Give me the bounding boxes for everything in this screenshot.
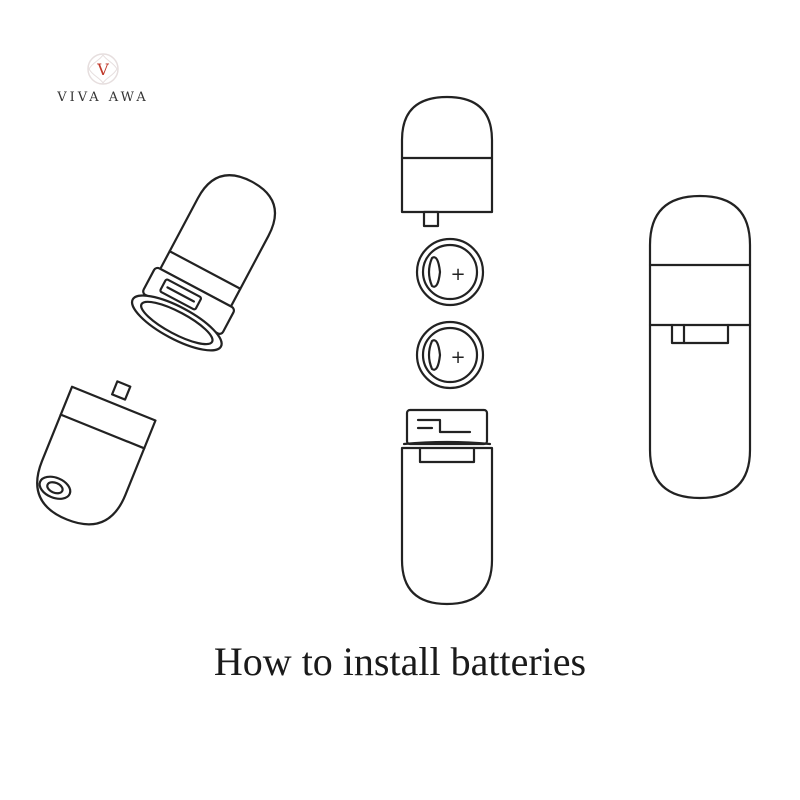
capsule-top-half-tilted bbox=[130, 174, 277, 352]
battery-1-plus-symbol: + bbox=[450, 264, 465, 285]
capsule-assembled bbox=[648, 194, 752, 500]
caption-title: How to install batteries bbox=[213, 639, 587, 684]
capsule-bottom-half-tilted bbox=[36, 380, 157, 526]
capsule-bottom-housing bbox=[400, 408, 494, 606]
logo-glyph: V bbox=[96, 60, 109, 79]
battery-2-plus-symbol: + bbox=[450, 347, 465, 368]
capsule-top-cap bbox=[400, 95, 494, 228]
brand-logo: V VIVA AWA bbox=[48, 52, 158, 112]
battery-install-diagram: + + bbox=[36, 95, 752, 606]
coin-battery-1: + bbox=[415, 237, 485, 307]
logo-flower-icon: V bbox=[87, 53, 119, 85]
logo-text: VIVA AWA bbox=[57, 90, 149, 105]
coin-battery-2: + bbox=[415, 320, 485, 390]
